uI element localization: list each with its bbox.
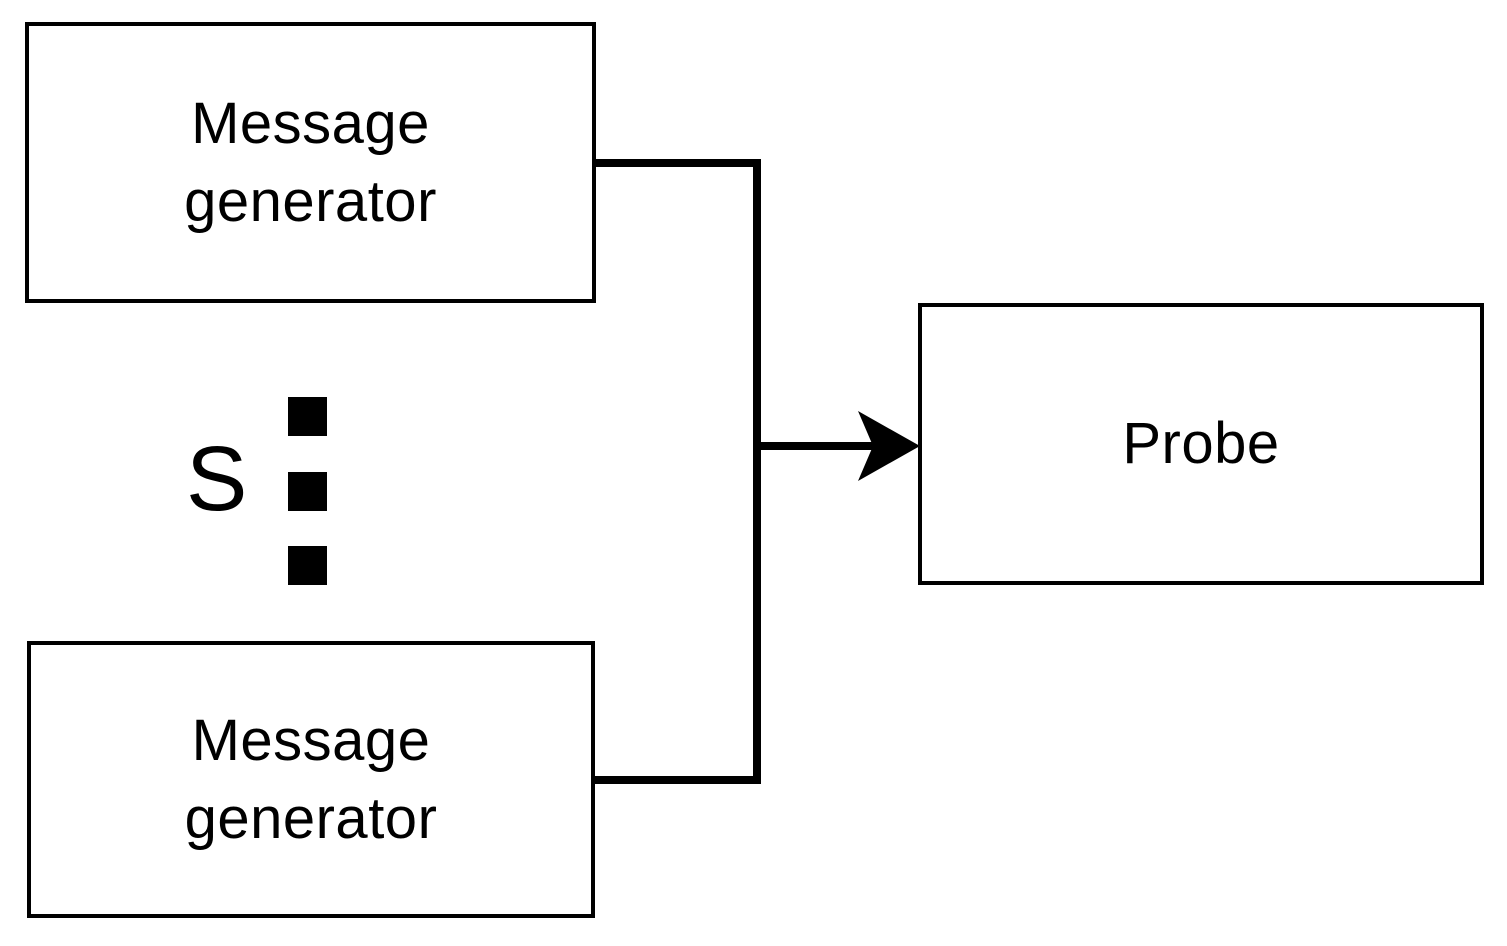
ellipsis-square-icon — [288, 546, 327, 585]
node-label-line: generator — [184, 785, 438, 851]
arrowhead-icon — [858, 411, 920, 481]
node-probe: Probe — [918, 303, 1484, 585]
node-label-line: Message — [191, 90, 430, 156]
vertical-ellipsis-icon — [288, 397, 327, 585]
ellipsis-square-icon — [288, 397, 327, 436]
node-message-generator-top: Message generator — [25, 22, 596, 303]
source-count-label: S — [186, 428, 248, 530]
node-label-line: Message — [191, 707, 431, 773]
node-message-generator-bottom: Message generator — [27, 641, 595, 918]
node-label: Probe — [1122, 411, 1280, 476]
ellipsis-square-icon — [288, 471, 327, 511]
merge-bus-line — [595, 159, 761, 784]
node-label-line: generator — [184, 168, 437, 234]
